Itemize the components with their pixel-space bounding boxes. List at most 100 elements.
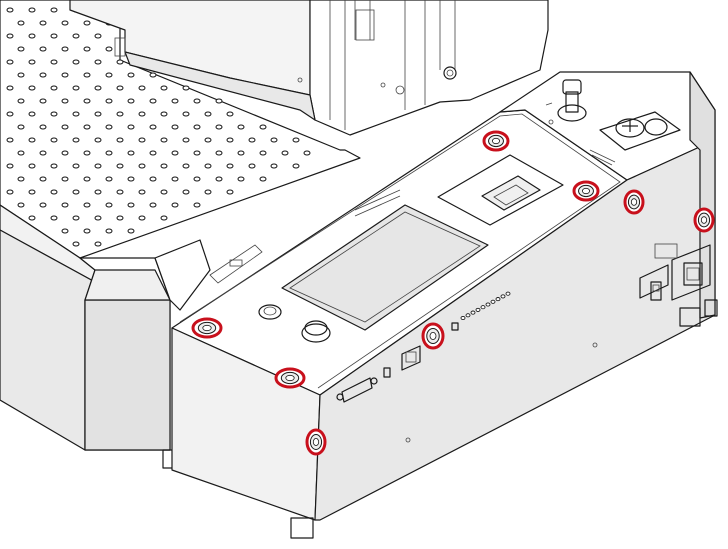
mounting-hole — [138, 163, 146, 169]
led-indicator — [475, 307, 481, 312]
mounting-hole — [72, 33, 80, 39]
mounting-hole — [28, 33, 36, 39]
mounting-hole — [215, 124, 223, 130]
mounting-hole — [61, 124, 69, 130]
mounting-hole — [160, 189, 168, 195]
mounting-hole — [83, 46, 91, 52]
led-indicator — [490, 299, 496, 304]
mounting-hole — [61, 20, 69, 26]
led-indicator — [460, 315, 466, 321]
mounting-hole — [6, 189, 14, 195]
mounting-hole — [17, 150, 25, 156]
mounting-hole — [83, 20, 91, 26]
mounting-hole — [138, 137, 146, 143]
mounting-hole — [127, 202, 135, 208]
mounting-hole — [182, 163, 190, 169]
mounting-hole — [94, 215, 102, 221]
mounting-hole — [204, 189, 212, 195]
mounting-hole — [182, 137, 190, 143]
mounting-hole — [292, 137, 300, 143]
mounting-hole — [61, 228, 69, 234]
mounting-hole — [28, 137, 36, 143]
highlighted-screws — [191, 130, 715, 456]
mounting-hole — [204, 163, 212, 169]
mounting-hole — [116, 163, 124, 169]
mounting-hole — [149, 72, 157, 78]
selector-knob — [258, 304, 282, 320]
mounting-hole — [39, 72, 47, 78]
screw-highlight — [305, 428, 327, 456]
mounting-hole — [215, 150, 223, 156]
mounting-hole — [193, 98, 201, 104]
mounting-hole — [149, 98, 157, 104]
mounting-hole — [39, 150, 47, 156]
mounting-hole — [83, 98, 91, 104]
mounting-hole — [116, 85, 124, 91]
mounting-hole — [17, 72, 25, 78]
mounting-hole — [17, 46, 25, 52]
usb-port — [383, 367, 391, 378]
mounting-hole — [193, 202, 201, 208]
mounting-hole — [127, 228, 135, 234]
mounting-hole — [171, 98, 179, 104]
mounting-hole — [226, 111, 234, 117]
mounting-hole — [39, 176, 47, 182]
mounting-hole — [83, 176, 91, 182]
mounting-hole — [94, 163, 102, 169]
led-indicator — [500, 294, 506, 299]
mounting-hole — [61, 46, 69, 52]
led-status-strip — [460, 291, 511, 321]
screw-highlight — [572, 180, 600, 202]
mounting-hole — [149, 202, 157, 208]
mounting-hole — [292, 163, 300, 169]
mounting-hole — [259, 124, 267, 130]
mounting-hole — [50, 33, 58, 39]
mounting-hole — [28, 85, 36, 91]
mounting-hole — [237, 124, 245, 130]
mounting-hole — [237, 176, 245, 182]
mounting-hole — [105, 124, 113, 130]
mounting-hole — [270, 163, 278, 169]
led-indicator — [485, 302, 491, 307]
mounting-hole — [72, 59, 80, 65]
mounting-hole — [171, 176, 179, 182]
mounting-hole — [28, 7, 36, 13]
mounting-hole — [204, 111, 212, 117]
mounting-hole — [39, 202, 47, 208]
mounting-hole — [193, 176, 201, 182]
power-inlet — [671, 244, 711, 301]
mounting-hole — [259, 176, 267, 182]
mounting-hole — [17, 20, 25, 26]
mounting-hole — [138, 215, 146, 221]
screw-highlight — [623, 189, 645, 215]
mounting-hole — [39, 20, 47, 26]
mounting-hole — [6, 33, 14, 39]
mounting-hole — [105, 176, 113, 182]
mounting-hole — [94, 137, 102, 143]
mounting-hole — [83, 72, 91, 78]
touch-display — [281, 204, 489, 331]
mounting-hole — [160, 215, 168, 221]
led-indicator — [470, 310, 476, 315]
mounting-hole — [72, 189, 80, 195]
mounting-hole — [72, 111, 80, 117]
mounting-hole — [105, 150, 113, 156]
mounting-hole — [116, 215, 124, 221]
mounting-hole — [182, 189, 190, 195]
mounting-hole — [61, 72, 69, 78]
screw-highlight — [191, 317, 223, 339]
mounting-hole — [50, 85, 58, 91]
power-plate — [589, 111, 681, 166]
mounting-hole — [127, 98, 135, 104]
foot — [704, 299, 718, 317]
power-switch — [639, 264, 669, 301]
screw-highlight — [482, 130, 510, 152]
mounting-hole — [83, 228, 91, 234]
screw-highlight — [693, 207, 715, 233]
mounting-hole — [83, 124, 91, 130]
mounting-hole — [94, 189, 102, 195]
mounting-hole — [50, 215, 58, 221]
led-indicator — [465, 313, 471, 318]
mounting-hole — [248, 163, 256, 169]
led-indicator — [505, 291, 511, 296]
